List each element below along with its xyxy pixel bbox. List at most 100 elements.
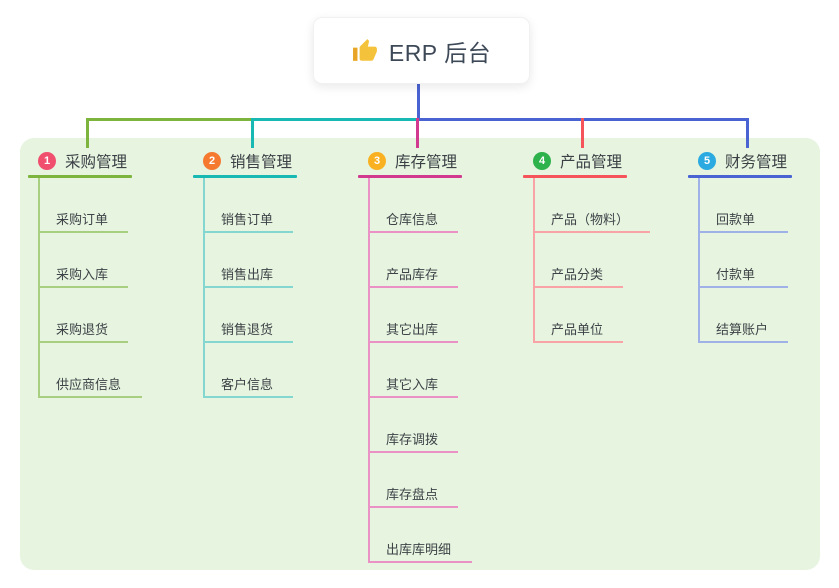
mindmap-node[interactable]: 销售退货	[203, 315, 293, 343]
branch-topic-label: 采购管理	[65, 154, 128, 171]
mindmap-node[interactable]: 产品（物料）	[533, 205, 650, 233]
mindmap-node-label: 销售退货	[221, 322, 274, 337]
mindmap-node-label: 采购入库	[56, 267, 109, 282]
mindmap-panel	[20, 138, 820, 570]
child-underline	[368, 451, 458, 453]
child-underline	[203, 396, 293, 398]
bus-segment	[251, 118, 417, 121]
child-underline	[533, 231, 650, 233]
mindmap-node-label: 产品库存	[386, 267, 439, 282]
mindmap-node-label: 采购订单	[56, 212, 109, 227]
mindmap-node[interactable]: 库存盘点	[368, 480, 458, 508]
mindmap-node[interactable]: 采购入库	[38, 260, 128, 288]
topic-underline	[28, 175, 132, 178]
thumbs-up-icon	[352, 38, 378, 64]
root-stem-line	[417, 82, 420, 121]
mindmap-node[interactable]: 付款单	[698, 260, 788, 288]
branch-topic[interactable]: 2 销售管理	[203, 148, 292, 174]
bus-segment	[86, 118, 254, 121]
mindmap-node[interactable]: 其它入库	[368, 370, 458, 398]
branch-3: 3 库存管理仓库信息产品库存其它出库其它入库库存调拨库存盘点出库库明细	[358, 0, 498, 588]
root-node-label: ERP 后台	[388, 39, 492, 66]
child-underline	[698, 286, 788, 288]
branch-topic[interactable]: 4 产品管理	[533, 148, 622, 174]
branch-1: 1 采购管理采购订单采购入库采购退货供应商信息	[28, 0, 168, 588]
mindmap-node[interactable]: 仓库信息	[368, 205, 458, 233]
mindmap-node[interactable]: 结算账户	[698, 315, 788, 343]
child-spine	[698, 178, 700, 343]
mindmap-node-label: 库存盘点	[386, 487, 439, 502]
branch-topic[interactable]: 3 库存管理	[368, 148, 457, 174]
connector-drop	[251, 118, 254, 148]
branch-topic[interactable]: 5 财务管理	[698, 148, 787, 174]
mindmap-node-label: 结算账户	[716, 322, 769, 337]
numbered-badge: 3	[368, 152, 386, 170]
mindmap-node[interactable]: 采购订单	[38, 205, 128, 233]
mindmap-node[interactable]: 产品库存	[368, 260, 458, 288]
topic-underline	[688, 175, 792, 178]
child-spine	[533, 178, 535, 343]
mindmap-node-label: 其它入库	[386, 377, 439, 392]
child-underline	[38, 341, 128, 343]
connector-drop	[581, 118, 584, 148]
topic-underline	[193, 175, 297, 178]
child-underline	[533, 286, 623, 288]
mindmap-node[interactable]: 客户信息	[203, 370, 293, 398]
branch-5: 5 财务管理回款单付款单结算账户	[688, 0, 828, 588]
branch-topic-label: 产品管理	[560, 154, 623, 171]
child-underline	[203, 341, 293, 343]
mindmap-node[interactable]: 库存调拨	[368, 425, 458, 453]
mindmap-node-label: 销售出库	[221, 267, 274, 282]
mindmap-node-label: 销售订单	[221, 212, 274, 227]
mindmap-node[interactable]: 销售订单	[203, 205, 293, 233]
mindmap-node[interactable]: 产品单位	[533, 315, 623, 343]
child-spine	[38, 178, 40, 398]
child-underline	[203, 286, 293, 288]
branch-topic-label: 财务管理	[725, 154, 788, 171]
branch-topic-label: 库存管理	[395, 154, 458, 171]
mindmap-node-label: 付款单	[716, 267, 756, 282]
topic-underline	[523, 175, 627, 178]
mindmap-node-label: 其它出库	[386, 322, 439, 337]
mindmap-node-label: 库存调拨	[386, 432, 439, 447]
mindmap-node-label: 客户信息	[221, 377, 274, 392]
child-spine	[368, 178, 370, 563]
mindmap-node[interactable]: 出库库明细	[368, 535, 472, 563]
connector-drop	[746, 118, 749, 148]
topic-underline	[358, 175, 462, 178]
connector-drop	[416, 118, 419, 148]
mindmap-node-label: 仓库信息	[386, 212, 439, 227]
child-underline	[368, 286, 458, 288]
mindmap-node[interactable]: 回款单	[698, 205, 788, 233]
branch-4: 4 产品管理产品（物料） 产品分类产品单位	[523, 0, 663, 588]
child-underline	[38, 231, 128, 233]
mindmap-node-label: 产品单位	[551, 322, 604, 337]
numbered-badge: 4	[533, 152, 551, 170]
child-underline	[38, 286, 128, 288]
child-underline	[533, 341, 623, 343]
mindmap-node-label: 回款单	[716, 212, 756, 227]
connector-drop	[86, 118, 89, 148]
mindmap-node[interactable]: 其它出库	[368, 315, 458, 343]
root-node[interactable]: ERP 后台	[313, 17, 530, 84]
mindmap-node[interactable]: 供应商信息	[38, 370, 142, 398]
mindmap-node[interactable]: 产品分类	[533, 260, 623, 288]
branch-topic[interactable]: 1 采购管理	[38, 148, 127, 174]
numbered-badge: 1	[38, 152, 56, 170]
child-underline	[368, 561, 472, 563]
child-underline	[698, 341, 788, 343]
numbered-badge: 5	[698, 152, 716, 170]
branch-2: 2 销售管理销售订单销售出库销售退货客户信息	[193, 0, 333, 588]
child-underline	[368, 506, 458, 508]
numbered-badge: 2	[203, 152, 221, 170]
mindmap-node[interactable]: 采购退货	[38, 315, 128, 343]
child-underline	[38, 396, 142, 398]
mindmap-node-label: 产品分类	[551, 267, 604, 282]
child-spine	[203, 178, 205, 398]
mindmap-node[interactable]: 销售出库	[203, 260, 293, 288]
branch-topic-label: 销售管理	[230, 154, 293, 171]
mindmap-node-label: 产品（物料）	[551, 212, 630, 227]
child-underline	[698, 231, 788, 233]
child-underline	[368, 396, 458, 398]
